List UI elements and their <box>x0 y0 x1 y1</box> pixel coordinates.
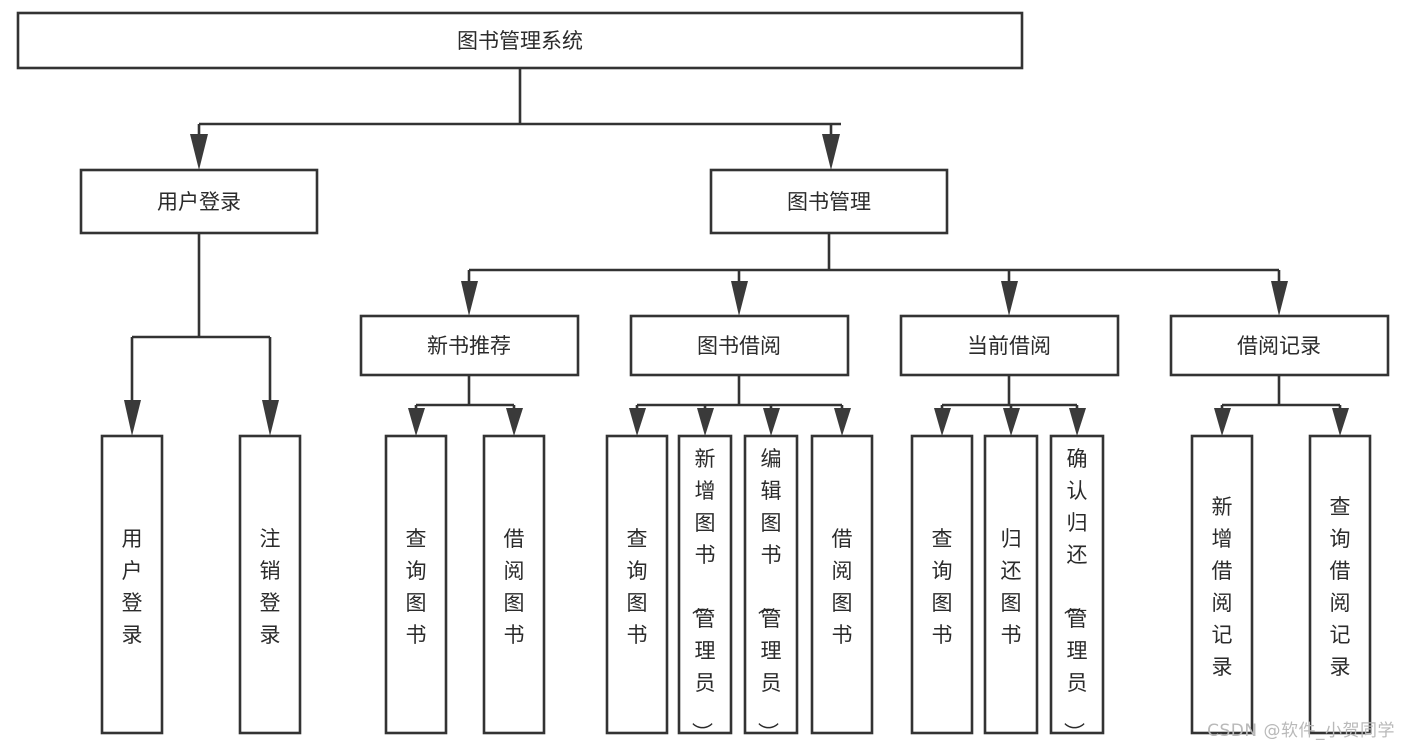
leaf-node-add-book-admin[interactable]: 新增图书（管理员） <box>677 434 733 743</box>
arrow-icon-to-book-manage <box>822 134 840 170</box>
leaf-return-book-box[interactable] <box>983 434 1039 735</box>
arrow-icon-to-borrow-book-recommend <box>506 408 523 436</box>
leaf-query-book-current-label: 查询图书 <box>932 527 953 647</box>
arrow-icon-to-leaf-logout <box>262 400 279 436</box>
leaf-add-book-admin-box[interactable] <box>677 434 733 735</box>
node-book-borrow-box[interactable] <box>629 314 850 377</box>
arrow-icon-to-borrow-record <box>1271 281 1288 316</box>
leaf-node-confirm-return-admin[interactable]: 确认归还（管理员） <box>1049 434 1105 743</box>
leaf-confirm-return-admin-label: 确认归还（管理员） <box>1062 447 1088 743</box>
arrow-icon-to-new-book-recommend <box>461 281 478 316</box>
leaf-borrow-book-label: 借阅图书 <box>832 527 853 647</box>
leaf-query-book-current-box[interactable] <box>910 434 974 735</box>
node-book-borrow-label: 图书借阅 <box>697 334 781 358</box>
arrow-icon-to-edit-book-admin <box>763 408 780 436</box>
arrow-icon-to-return-book <box>1003 408 1020 436</box>
node-root-box[interactable] <box>16 11 1024 70</box>
leaf-node-query-borrow-record[interactable]: 查询借阅记录 <box>1308 434 1372 735</box>
arrow-icon-to-borrow-book <box>834 408 851 436</box>
node-book-manage-label: 图书管理 <box>787 190 871 214</box>
node-root-label: 图书管理系统 <box>457 29 583 53</box>
leaf-node-borrow-book-recommend[interactable]: 借阅图书 <box>482 434 546 735</box>
leaf-query-borrow-record-label: 查询借阅记录 <box>1330 495 1351 679</box>
leaf-query-book-borrow-box[interactable] <box>605 434 669 735</box>
node-current-borrow[interactable]: 当前借阅 <box>899 314 1120 377</box>
leaf-node-edit-book-admin[interactable]: 编辑图书（管理员） <box>743 434 799 743</box>
leaf-node-add-borrow-record[interactable]: 新增借阅记录 <box>1190 434 1254 735</box>
leaf-edit-book-admin-box[interactable] <box>743 434 799 735</box>
connector-group-root <box>190 68 841 170</box>
arrow-icon-to-add-book-admin <box>697 408 714 436</box>
arrow-icon-to-book-borrow <box>731 281 748 316</box>
leaf-node-user-login[interactable]: 用户登录 <box>100 434 164 735</box>
leaf-user-login-label: 用户登录 <box>122 527 143 647</box>
arrow-icon-to-query-book-borrow <box>629 408 646 436</box>
connector-group-book-borrow <box>629 375 851 436</box>
arrow-icon-to-user-login <box>190 134 208 170</box>
node-book-manage-box[interactable] <box>709 168 949 235</box>
leaf-add-borrow-record-box[interactable] <box>1190 434 1254 735</box>
leaf-borrow-book-box[interactable] <box>810 434 874 735</box>
leaf-user-login-box[interactable] <box>100 434 164 735</box>
arrow-icon-to-query-borrow-record <box>1332 408 1349 436</box>
node-book-borrow[interactable]: 图书借阅 <box>629 314 850 377</box>
node-new-book-recommend-label: 新书推荐 <box>427 334 511 358</box>
arrow-icon-to-add-borrow-record <box>1214 408 1231 436</box>
leaf-node-query-book-recommend[interactable]: 查询图书 <box>384 434 448 735</box>
leaf-node-return-book[interactable]: 归还图书 <box>983 434 1039 735</box>
arrow-icon-to-confirm-return-admin <box>1069 408 1086 436</box>
leaf-query-borrow-record-box[interactable] <box>1308 434 1372 735</box>
node-new-book-recommend[interactable]: 新书推荐 <box>359 314 580 377</box>
node-borrow-record-label: 借阅记录 <box>1237 334 1321 358</box>
connector-group-new-book-recommend <box>408 375 523 436</box>
leaf-add-borrow-record-label: 新增借阅记录 <box>1212 495 1233 679</box>
leaf-node-logout[interactable]: 注销登录 <box>238 434 302 735</box>
connector-group-current-borrow <box>934 375 1086 436</box>
connector-group-user-login <box>124 233 279 436</box>
node-new-book-recommend-box[interactable] <box>359 314 580 377</box>
leaf-logout-label: 注销登录 <box>260 527 281 647</box>
leaf-node-borrow-book[interactable]: 借阅图书 <box>810 434 874 735</box>
node-current-borrow-label: 当前借阅 <box>967 334 1051 358</box>
leaf-query-book-recommend-box[interactable] <box>384 434 448 735</box>
node-root[interactable]: 图书管理系统 <box>16 11 1024 70</box>
connector-group-borrow-record <box>1214 375 1349 436</box>
node-user-login-label: 用户登录 <box>157 190 241 214</box>
leaf-node-query-book-current[interactable]: 查询图书 <box>910 434 974 735</box>
leaf-return-book-label: 归还图书 <box>1001 527 1022 647</box>
node-current-borrow-box[interactable] <box>899 314 1120 377</box>
arrow-icon-to-current-borrow <box>1001 281 1018 316</box>
node-borrow-record-box[interactable] <box>1169 314 1390 377</box>
leaf-add-book-admin-label: 新增图书（管理员） <box>690 447 716 743</box>
csdn-watermark: CSDN @软件_小贺同学 <box>1207 721 1395 741</box>
arrow-icon-to-leaf-user-login <box>124 400 141 436</box>
node-user-login[interactable]: 用户登录 <box>79 168 319 235</box>
node-user-login-box[interactable] <box>79 168 319 235</box>
node-book-manage[interactable]: 图书管理 <box>709 168 949 235</box>
node-borrow-record[interactable]: 借阅记录 <box>1169 314 1390 377</box>
arrow-icon-to-query-book-recommend <box>408 408 425 436</box>
leaf-borrow-book-recommend-box[interactable] <box>482 434 546 735</box>
arrow-icon-to-query-book-current <box>934 408 951 436</box>
leaf-query-book-borrow-label: 查询图书 <box>627 527 648 647</box>
leaf-edit-book-admin-label: 编辑图书（管理员） <box>756 447 782 743</box>
leaf-confirm-return-admin-box[interactable] <box>1049 434 1105 735</box>
leaf-node-query-book-borrow[interactable]: 查询图书 <box>605 434 669 735</box>
leaf-borrow-book-recommend-label: 借阅图书 <box>504 527 525 647</box>
leaf-logout-box[interactable] <box>238 434 302 735</box>
connector-group-book-manage <box>461 233 1288 316</box>
leaf-query-book-recommend-label: 查询图书 <box>406 527 427 647</box>
